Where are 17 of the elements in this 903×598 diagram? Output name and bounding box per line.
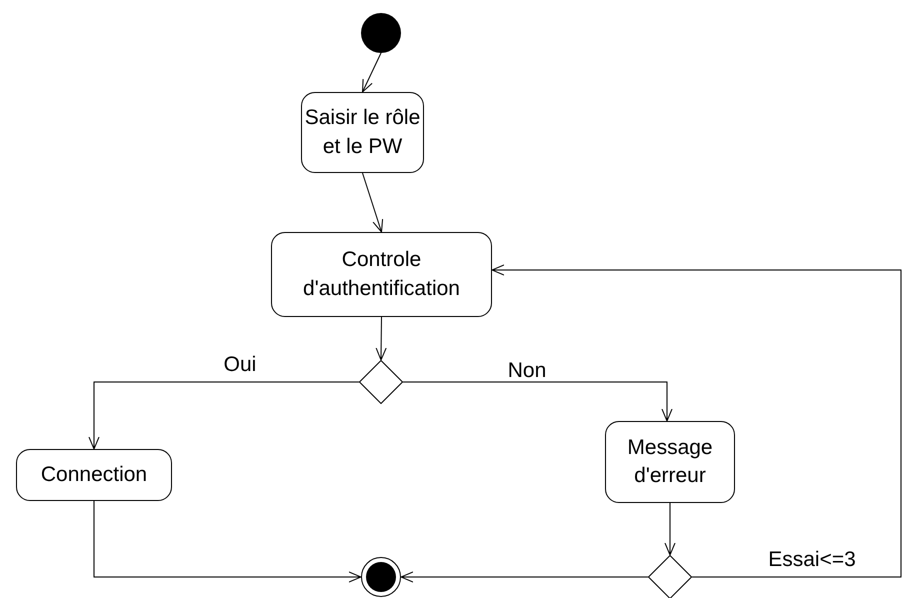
arrow	[94, 500, 362, 582]
action-box: Controle d'authentification	[271, 232, 492, 317]
arrow	[362, 172, 384, 232]
arrow	[492, 264, 902, 578]
action-box: Message d'erreur	[605, 421, 735, 503]
action-box: Saisir le rôle et le PW	[301, 92, 424, 173]
decision-diamond	[648, 555, 692, 598]
action-box: Connection	[16, 449, 172, 501]
arrow	[664, 502, 676, 556]
decision-diamond	[359, 360, 403, 404]
arrow	[376, 316, 387, 360]
final-node	[361, 557, 401, 597]
arrow	[88, 382, 360, 450]
arrow	[362, 52, 382, 92]
arrow	[400, 572, 648, 582]
initial-node	[361, 13, 401, 53]
arrow	[402, 382, 672, 422]
